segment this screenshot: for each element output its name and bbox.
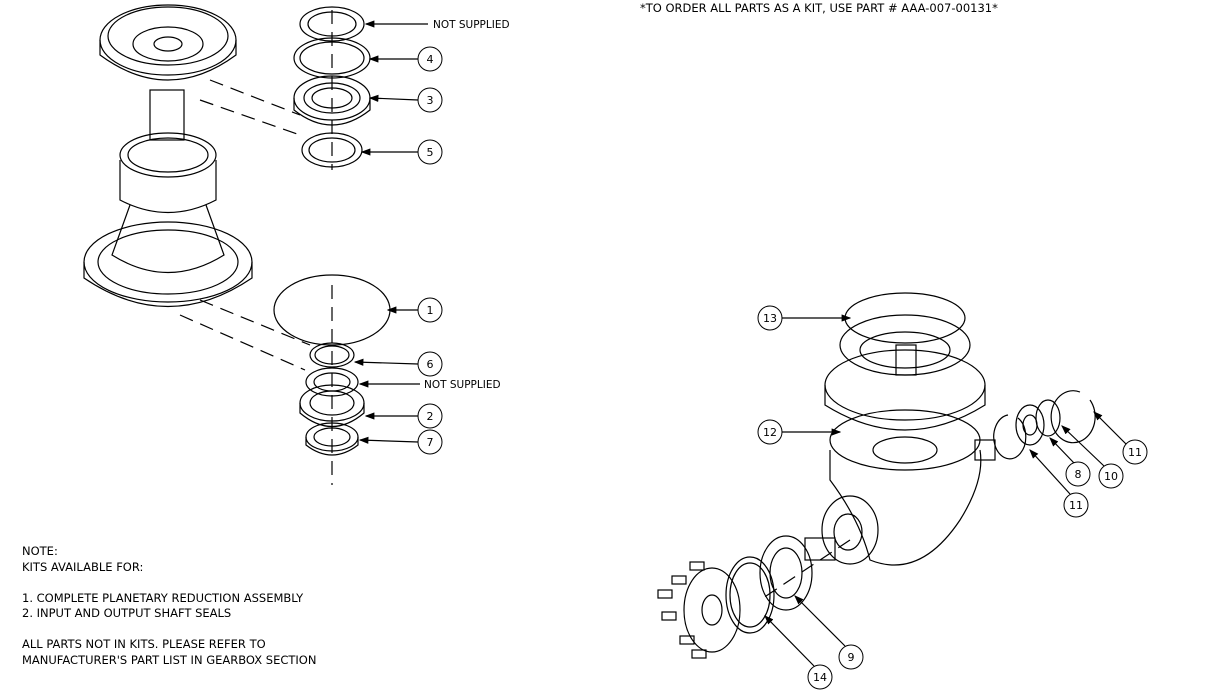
bearing-2 [299, 384, 365, 427]
svg-text:9: 9 [848, 651, 855, 664]
note-kit-item: 1. COMPLETE PLANETARY REDUCTION ASSEMBLY [22, 590, 304, 605]
gasket-14 [725, 556, 775, 634]
snap-ring-11-outer [1050, 390, 1096, 444]
balloon-7: 7 [417, 429, 443, 455]
svg-text:11: 11 [1128, 446, 1142, 459]
note-kits-heading: KITS AVAILABLE FOR: [22, 559, 144, 574]
balloon-14: 14 [807, 664, 833, 690]
svg-text:1: 1 [427, 304, 434, 317]
balloon-8: 8 [1065, 461, 1091, 487]
not-supplied-label-top: NOT SUPPLIED [433, 19, 510, 31]
not-supplied-label-bottom: NOT SUPPLIED [424, 379, 501, 391]
balloon-10: 10 [1098, 463, 1124, 489]
svg-text:8: 8 [1075, 468, 1082, 481]
balloon-2: 2 [417, 403, 443, 429]
gearbox-assembly [804, 292, 996, 566]
svg-text:10: 10 [1104, 470, 1118, 483]
note-footer-line: MANUFACTURER'S PART LIST IN GEARBOX SECT… [22, 652, 317, 667]
lock-nut-7 [305, 422, 359, 456]
balloon-13: 13 [757, 305, 783, 331]
balloon-11-outer: 11 [1122, 439, 1148, 465]
svg-text:14: 14 [813, 671, 827, 684]
planetary-hub-assembly [83, 4, 253, 308]
kit-order-notice: *TO ORDER ALL PARTS AS A KIT, USE PART #… [640, 1, 998, 15]
svg-text:5: 5 [427, 146, 434, 159]
balloon-6: 6 [417, 351, 443, 377]
leader-lines [353, 20, 1127, 667]
svg-text:4: 4 [427, 53, 434, 66]
center-lines [179, 10, 851, 601]
svg-text:11: 11 [1069, 499, 1083, 512]
svg-text:7: 7 [427, 436, 434, 449]
svg-text:2: 2 [427, 410, 434, 423]
svg-text:6: 6 [427, 358, 434, 371]
bearing-8 [1015, 404, 1045, 446]
balloon-1: 1 [417, 297, 443, 323]
bolts [657, 561, 707, 659]
note-title: NOTE: [22, 544, 58, 558]
svg-text:12: 12 [763, 426, 777, 439]
shim-10 [1035, 399, 1061, 437]
svg-text:3: 3 [427, 94, 434, 107]
balloon-11-inner: 11 [1063, 492, 1089, 518]
note-footer-line: ALL PARTS NOT IN KITS. PLEASE REFER TO [22, 637, 266, 651]
seal-6 [309, 342, 355, 368]
note-kit-item: 2. INPUT AND OUTPUT SHAFT SEALS [22, 606, 232, 620]
balloon-3: 3 [417, 87, 443, 113]
snap-ring-11-inner [993, 414, 1027, 460]
balloon-4: 4 [417, 46, 443, 72]
balloon-9: 9 [838, 644, 864, 670]
balloon-12: 12 [757, 419, 783, 445]
seal-9 [759, 535, 813, 611]
balloon-5: 5 [417, 139, 443, 165]
svg-text:13: 13 [763, 312, 777, 325]
cover-plate [683, 567, 741, 653]
kit-note: NOTE: KITS AVAILABLE FOR: 1. COMPLETE PL… [22, 544, 316, 668]
seal-not-supplied-top [299, 6, 365, 42]
